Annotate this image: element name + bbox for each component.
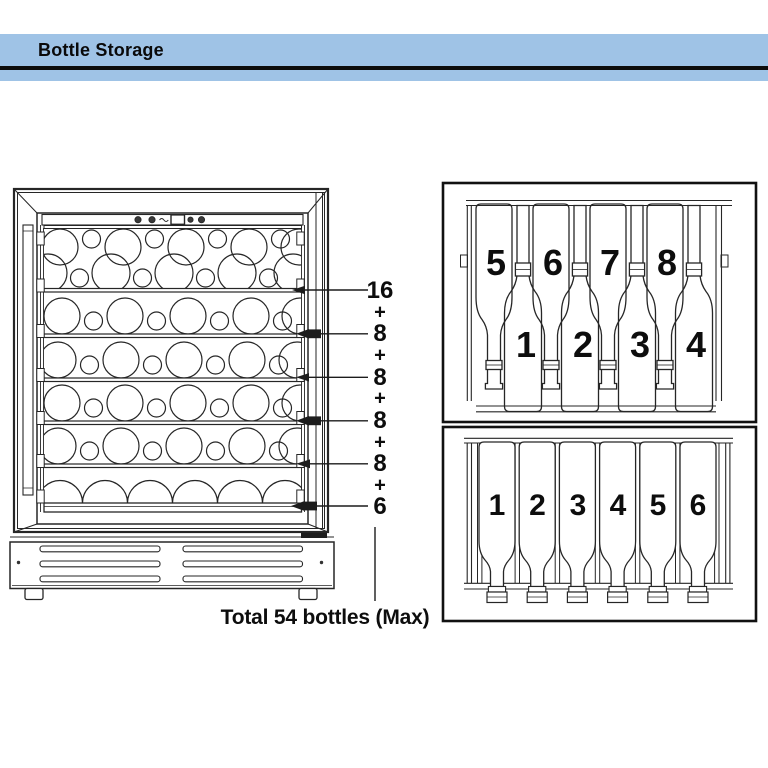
bottle-number: 1 (515, 324, 537, 365)
shelf-count-label: 8 (373, 363, 387, 391)
bottle-number: 7 (599, 242, 621, 283)
total-bottles-label: Total 54 bottles (Max) (220, 606, 430, 629)
count-leader-lines (291, 285, 376, 601)
bottles-top-view (475, 203, 714, 413)
control-panel (41, 213, 304, 226)
button-icon (148, 216, 156, 224)
bottle-number: 2 (529, 489, 546, 522)
button-icon (134, 216, 142, 224)
shelf-clips (36, 231, 305, 504)
shelf-count-label: 8 (373, 450, 387, 477)
shelf-rails (43, 287, 303, 513)
bottle-number: 6 (689, 489, 707, 522)
shelf-count-label: 6 (373, 492, 387, 520)
button-icon (187, 216, 194, 223)
plus-sign: + (374, 431, 386, 453)
shelf-4-bottles (44, 384, 302, 421)
shelf-count-label: 8 (373, 407, 387, 434)
header-rule (0, 66, 768, 70)
display-icon (170, 214, 186, 225)
bottle-number: 5 (649, 489, 667, 522)
page-title: Bottle Storage (38, 40, 164, 60)
top-shelf-panel-drawing (441, 181, 758, 424)
bottles-top-view (478, 441, 717, 604)
door-frame (12, 187, 330, 534)
header-strip (0, 70, 768, 81)
bottle-number: 1 (488, 489, 506, 522)
cooler-base (9, 532, 335, 601)
bottle-number: 6 (542, 242, 564, 283)
header-band: Bottle Storage (0, 34, 768, 66)
shelf-1-bottles (44, 228, 302, 289)
plus-sign: + (374, 301, 386, 323)
vent-slats (39, 545, 304, 583)
wave-icon (159, 218, 169, 222)
bottle-number: 4 (685, 324, 707, 365)
rack-side-rails (40, 225, 305, 512)
shelf-6-bottles (44, 479, 302, 504)
screw-icon (16, 560, 21, 565)
shelf-3-bottles (44, 341, 302, 378)
shelf-2-bottles (44, 297, 302, 334)
foot (24, 587, 44, 601)
shelf-5-bottles (44, 427, 302, 464)
wine-cooler-front-view (9, 187, 335, 601)
bottle-number: 2 (572, 324, 594, 365)
screw-icon (319, 560, 324, 565)
shelf-count-label: 8 (373, 320, 387, 347)
bottle-number: 4 (609, 489, 627, 522)
bottle-number: 3 (629, 324, 651, 365)
button-icon (197, 216, 206, 224)
bottle-number: 3 (569, 489, 587, 522)
bottle-number: 8 (656, 242, 678, 283)
door-handle (22, 224, 34, 496)
shelf-count-label: 16 (366, 277, 394, 304)
plus-sign: + (374, 344, 386, 366)
bottom-shelf-panel-drawing (441, 425, 758, 623)
plus-sign: + (374, 474, 386, 496)
plus-sign: + (374, 387, 386, 410)
door-latch (301, 532, 327, 538)
shelf-frame (460, 199, 732, 413)
foot (298, 587, 318, 601)
bottle-number: 5 (485, 242, 507, 283)
